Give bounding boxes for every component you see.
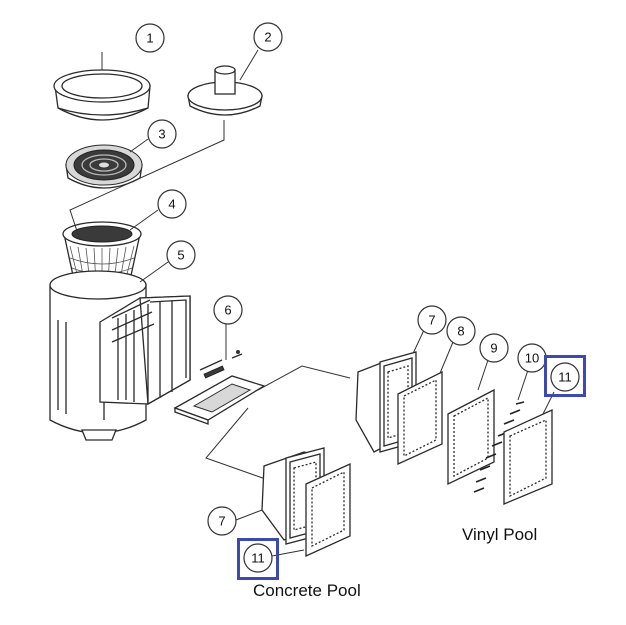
part-lid-ring xyxy=(53,69,151,121)
svg-text:2: 2 xyxy=(264,30,271,45)
part-gasket-11-vinyl xyxy=(503,408,553,505)
callout-10: 10 xyxy=(517,343,547,373)
callout-6: 6 xyxy=(213,295,243,325)
part-gasket-11-concrete xyxy=(305,462,351,558)
callout-5: 5 xyxy=(166,240,196,270)
svg-text:11: 11 xyxy=(558,370,572,385)
callout-1: 1 xyxy=(135,23,165,53)
svg-text:7: 7 xyxy=(428,313,435,328)
svg-text:7: 7 xyxy=(218,514,225,529)
svg-text:3: 3 xyxy=(158,127,165,142)
vinyl-pool-label: Vinyl Pool xyxy=(462,525,538,544)
part-skimmer-body xyxy=(49,270,191,441)
callout-8: 8 xyxy=(446,316,476,346)
callout-11-vinyl: 11 xyxy=(550,362,580,392)
svg-text:9: 9 xyxy=(490,341,497,356)
highlight-box-11-vinyl xyxy=(544,355,586,397)
part-grate-disc xyxy=(65,144,143,189)
part-gasket-9 xyxy=(447,388,495,486)
callout-7-vinyl: 7 xyxy=(417,305,447,335)
callout-2: 2 xyxy=(253,22,283,52)
callout-3: 3 xyxy=(147,119,177,149)
highlight-box-11-concrete xyxy=(237,538,279,580)
svg-text:4: 4 xyxy=(168,197,175,212)
svg-text:1: 1 xyxy=(146,31,153,46)
svg-text:10: 10 xyxy=(525,351,539,366)
part-screws xyxy=(473,401,525,493)
svg-text:5: 5 xyxy=(177,248,184,263)
concrete-pool-label: Concrete Pool xyxy=(253,581,361,600)
callout-7-concrete: 7 xyxy=(207,506,237,536)
part-valve-cap xyxy=(187,65,263,116)
callout-9: 9 xyxy=(479,333,509,363)
part-gasket-8 xyxy=(397,370,443,466)
svg-text:8: 8 xyxy=(457,324,464,339)
callout-4: 4 xyxy=(157,189,187,219)
svg-text:11: 11 xyxy=(251,551,265,566)
part-weir-door xyxy=(173,350,266,425)
svg-text:6: 6 xyxy=(224,303,231,318)
callout-11-concrete: 11 xyxy=(243,543,273,573)
